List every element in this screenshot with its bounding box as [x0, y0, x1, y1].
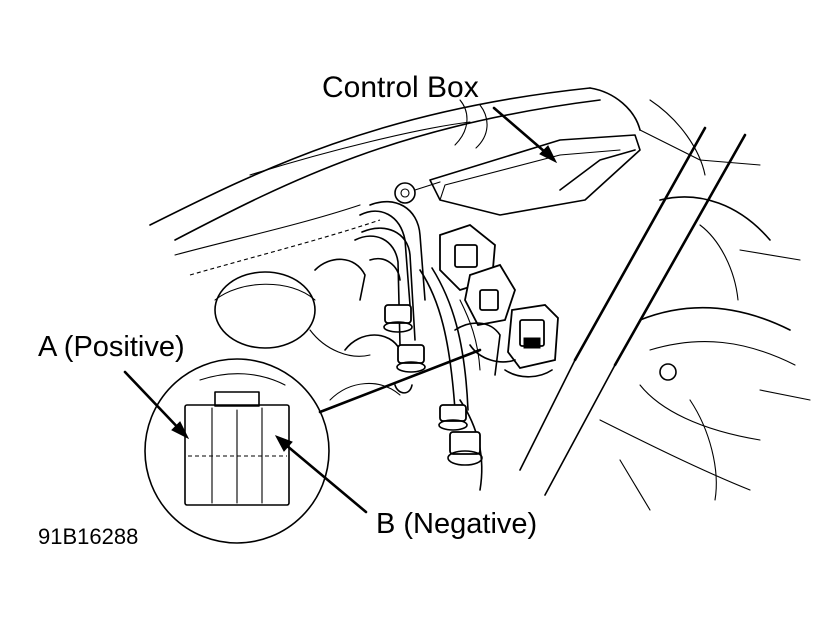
control-box-label: Control Box	[322, 71, 479, 104]
hose-fittings	[383, 304, 483, 466]
b-negative-label: B (Negative)	[376, 508, 538, 540]
control-box-arrowhead	[539, 145, 558, 164]
strut-bar	[519, 126, 747, 496]
control-box-arrow	[492, 106, 554, 160]
connector-leader-line	[318, 348, 482, 414]
a-positive-label: A (Positive)	[38, 331, 185, 363]
left-engine-components	[199, 258, 401, 401]
b-negative-arrowhead	[274, 435, 293, 452]
connector-cluster	[439, 223, 559, 378]
a-positive-arrow	[123, 370, 186, 436]
a-positive-arrowhead	[171, 421, 190, 440]
right-components	[599, 196, 811, 511]
figure-id-label: 91B16288	[38, 524, 139, 549]
upper-body-panel	[149, 87, 761, 276]
b-negative-arrow	[278, 438, 368, 514]
connector-inset	[144, 358, 330, 544]
control-box-housing	[394, 134, 641, 216]
callout-arrows	[123, 106, 558, 514]
